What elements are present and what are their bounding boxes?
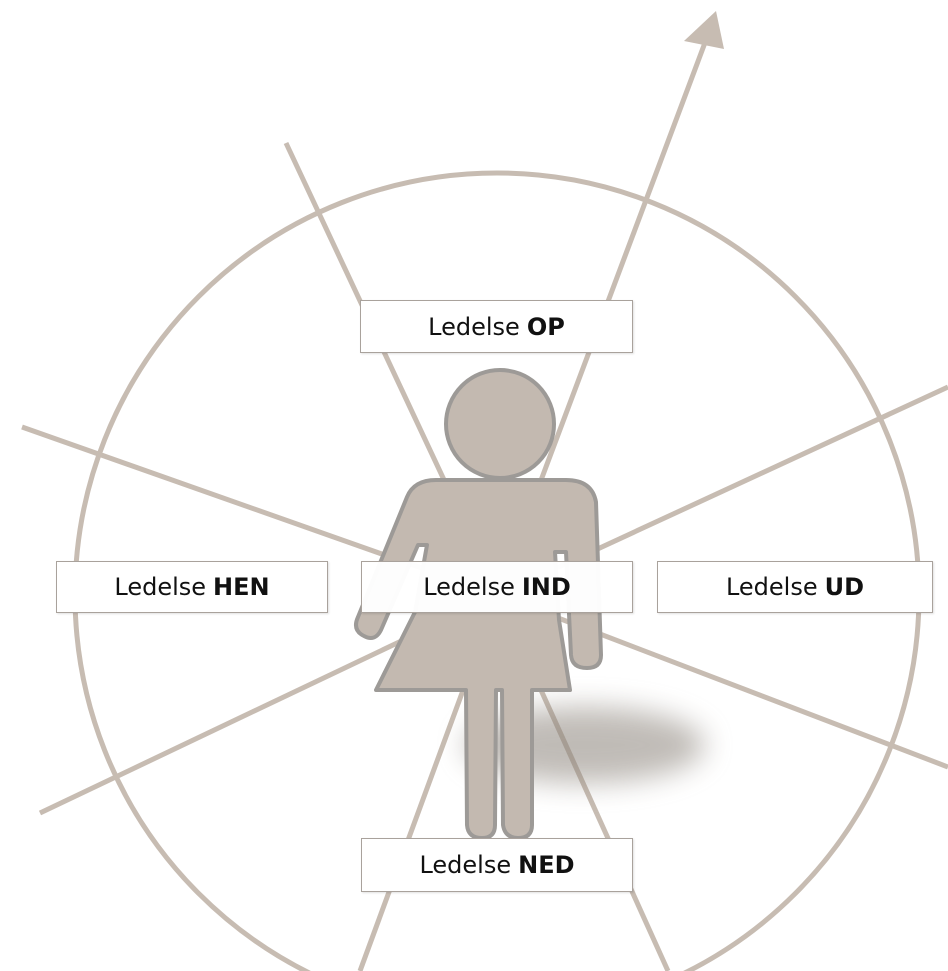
label-leadership-in: Ledelse IND (361, 561, 633, 613)
label-leadership-across: Ledelse HEN (56, 561, 328, 613)
label-word: Ledelse (114, 573, 207, 601)
label-word: Ledelse (423, 573, 515, 601)
label-leadership-down: Ledelse NED (361, 838, 633, 892)
label-direction: NED (518, 851, 575, 879)
label-word: Ledelse (725, 573, 818, 601)
up-arrow-head (684, 11, 724, 49)
label-word: Ledelse (419, 851, 512, 879)
label-direction: HEN (213, 573, 270, 601)
label-leadership-up: Ledelse OP (360, 300, 633, 353)
label-direction: OP (526, 312, 565, 341)
figure-head (444, 368, 556, 480)
label-direction: UD (824, 573, 865, 601)
label-word: Ledelse (428, 312, 520, 341)
figure-body (354, 478, 603, 840)
label-leadership-out: Ledelse UD (657, 561, 933, 613)
label-direction: IND (521, 573, 571, 601)
